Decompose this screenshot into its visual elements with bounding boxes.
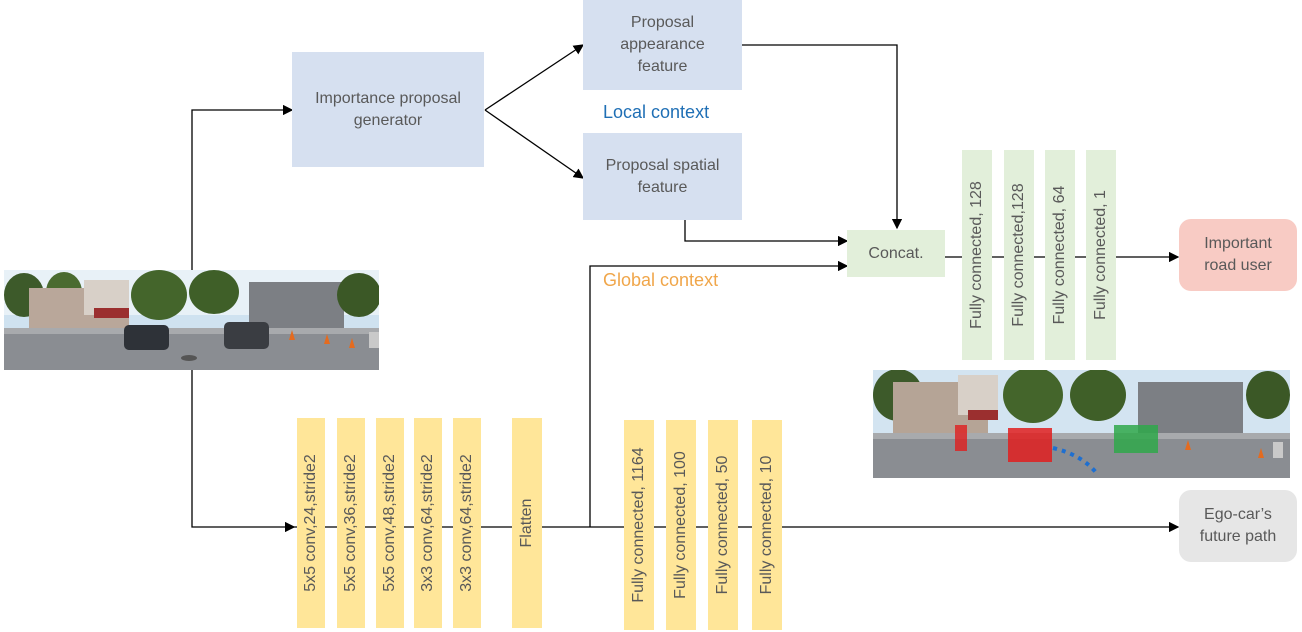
fc-bottom-layer: Fully connected, 50 — [708, 420, 738, 630]
important-road-user-output: Important road user — [1179, 219, 1297, 291]
fc-top-label: Fully connected,128 — [1010, 183, 1027, 327]
future-path-label: Ego-car’s future path — [1199, 506, 1277, 545]
fc-top-layer: Fully connected, 128 — [962, 150, 992, 360]
fc-bottom-label: Fully connected, 50 — [714, 455, 731, 595]
input-street-image — [4, 270, 379, 370]
proposal-spatial-feature: Proposal spatial feature — [583, 133, 742, 220]
conv-layer: 3x3 conv,64,stride2 — [414, 418, 442, 628]
fc-top-layer: Fully connected, 64 — [1045, 150, 1075, 360]
conv-layer-label: 5x5 conv,24,stride2 — [302, 454, 319, 592]
local-context-label: Local context — [603, 102, 710, 122]
conv-layer: 5x5 conv,36,stride2 — [337, 418, 365, 628]
fc-bottom-label: Fully connected, 1164 — [630, 447, 647, 603]
conv-layer: 5x5 conv,48,stride2 — [376, 418, 404, 628]
proposal-generator-label: Importance proposal generator — [315, 89, 461, 129]
conv-layer: 3x3 conv,64,stride2 — [453, 418, 481, 628]
future-path-output: Ego-car’s future path — [1179, 490, 1297, 562]
flatten-label: Flatten — [518, 498, 535, 548]
conv-layer-label: 5x5 conv,48,stride2 — [381, 454, 398, 592]
conv-layer-label: 3x3 conv,64,stride2 — [419, 454, 436, 592]
appearance-feature-label: Proposal appearance feature — [620, 14, 705, 75]
street-scene-picture — [4, 270, 379, 370]
flatten-layer: Flatten — [512, 418, 542, 628]
annotated-output-image — [873, 370, 1290, 478]
fc-top-layer: Fully connected,128 — [1004, 150, 1034, 360]
spatial-feature-label: Proposal spatial feature — [605, 156, 720, 196]
conv-layer-label: 3x3 conv,64,stride2 — [458, 454, 475, 592]
conv-layer-label: 5x5 conv,36,stride2 — [342, 454, 359, 592]
fc-top-layer: Fully connected, 1 — [1086, 150, 1116, 360]
fc-bottom-layer: Fully connected, 1164 — [624, 420, 654, 630]
fc-bottom-layer: Fully connected, 10 — [752, 420, 782, 630]
importance-proposal-generator: Importance proposal generator — [292, 52, 484, 167]
fc-bottom-layer: Fully connected, 100 — [666, 420, 696, 630]
concat-box: Concat. — [847, 230, 945, 277]
conv-layer: 5x5 conv,24,stride2 — [297, 418, 325, 628]
annotated-street-picture — [873, 370, 1290, 478]
fc-bottom-label: Fully connected, 10 — [758, 455, 775, 595]
fc-bottom-label: Fully connected, 100 — [672, 451, 689, 599]
important-road-user-label: Important road user — [1204, 235, 1272, 274]
fc-top-label: Fully connected, 128 — [968, 181, 985, 329]
fc-top-label: Fully connected, 64 — [1051, 185, 1068, 325]
fc-top-label: Fully connected, 1 — [1092, 190, 1109, 320]
concat-label: Concat. — [868, 244, 924, 262]
global-context-label: Global context — [603, 270, 719, 290]
proposal-appearance-feature: Proposal appearance feature — [583, 0, 742, 90]
